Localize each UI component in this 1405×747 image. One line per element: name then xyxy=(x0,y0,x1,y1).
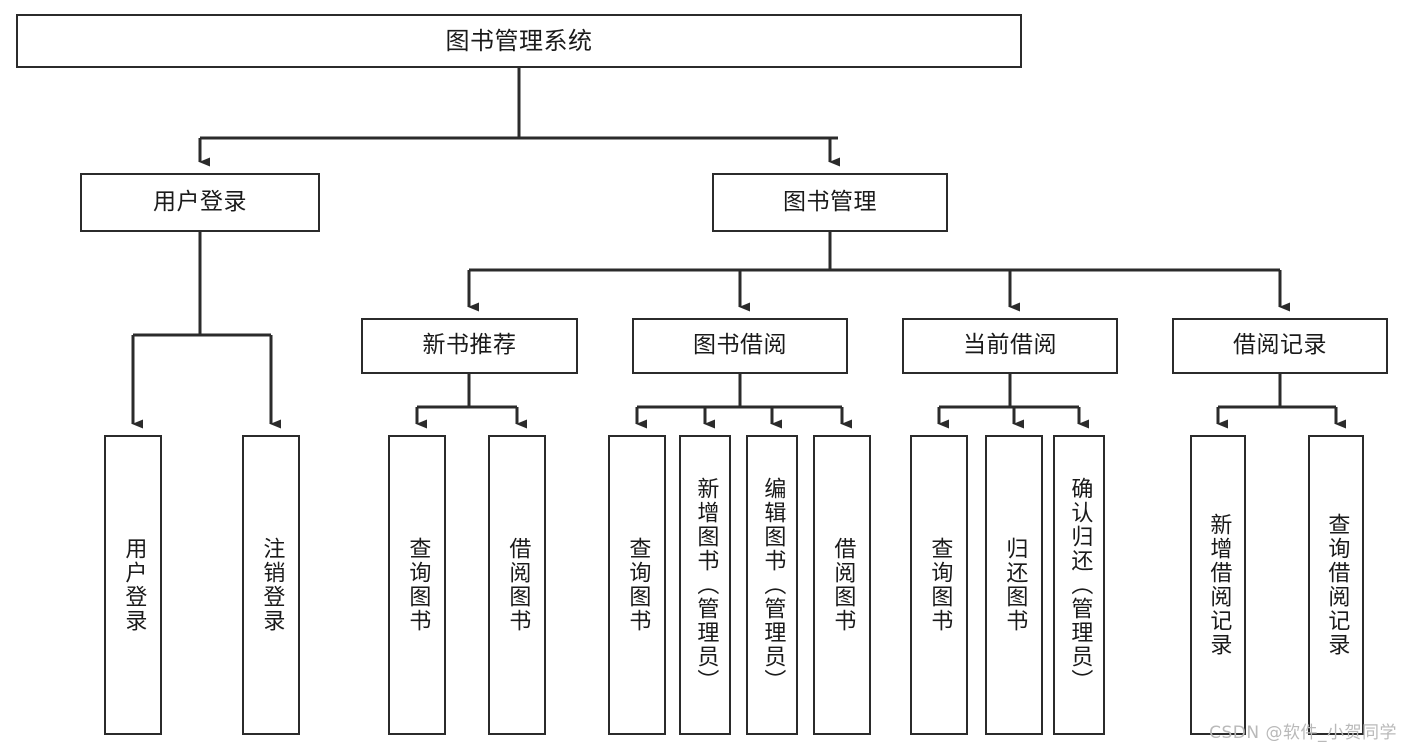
node-root-system[interactable]: 图书管理系统 xyxy=(16,14,1022,68)
node-leaf-borrow-book[interactable]: 借阅图书 xyxy=(813,435,871,735)
node-leaf-query-book-recommend[interactable]: 查询图书 xyxy=(388,435,446,735)
node-current-borrow[interactable]: 当前借阅 xyxy=(902,318,1118,374)
leaf-label: 编辑图书（管理员） xyxy=(760,477,786,693)
leaf-label: 查询图书 xyxy=(927,537,953,633)
leaf-label: 新增图书（管理员） xyxy=(693,477,719,693)
leaf-label: 借阅图书 xyxy=(830,537,856,633)
node-book-manage[interactable]: 图书管理 xyxy=(712,173,948,232)
node-leaf-user-logout[interactable]: 注销登录 xyxy=(242,435,300,735)
leaf-label: 归还图书 xyxy=(1002,537,1028,633)
leaf-label: 新增借阅记录 xyxy=(1206,513,1232,657)
node-book-borrow[interactable]: 图书借阅 xyxy=(632,318,848,374)
leaf-label: 查询借阅记录 xyxy=(1324,513,1350,657)
leaf-label: 注销登录 xyxy=(259,537,285,633)
node-leaf-borrow-book-recommend[interactable]: 借阅图书 xyxy=(488,435,546,735)
csdn-watermark: CSDN @软件_小贺同学 xyxy=(1209,723,1397,743)
node-new-book-recommend[interactable]: 新书推荐 xyxy=(361,318,578,374)
node-leaf-query-book-current[interactable]: 查询图书 xyxy=(910,435,968,735)
leaf-label: 借阅图书 xyxy=(505,537,531,633)
node-leaf-confirm-return-admin[interactable]: 确认归还（管理员） xyxy=(1053,435,1105,735)
node-leaf-query-borrow-record[interactable]: 查询借阅记录 xyxy=(1308,435,1364,735)
node-leaf-return-book[interactable]: 归还图书 xyxy=(985,435,1043,735)
node-leaf-add-borrow-record[interactable]: 新增借阅记录 xyxy=(1190,435,1246,735)
node-leaf-user-login[interactable]: 用户登录 xyxy=(104,435,162,735)
node-leaf-add-book-admin[interactable]: 新增图书（管理员） xyxy=(679,435,731,735)
leaf-label: 确认归还（管理员） xyxy=(1067,477,1093,693)
node-leaf-query-book-borrow[interactable]: 查询图书 xyxy=(608,435,666,735)
leaf-label: 查询图书 xyxy=(625,537,651,633)
node-borrow-record[interactable]: 借阅记录 xyxy=(1172,318,1388,374)
node-leaf-edit-book-admin[interactable]: 编辑图书（管理员） xyxy=(746,435,798,735)
leaf-label: 查询图书 xyxy=(405,537,431,633)
leaf-label: 用户登录 xyxy=(121,537,147,633)
node-user-login[interactable]: 用户登录 xyxy=(80,173,320,232)
